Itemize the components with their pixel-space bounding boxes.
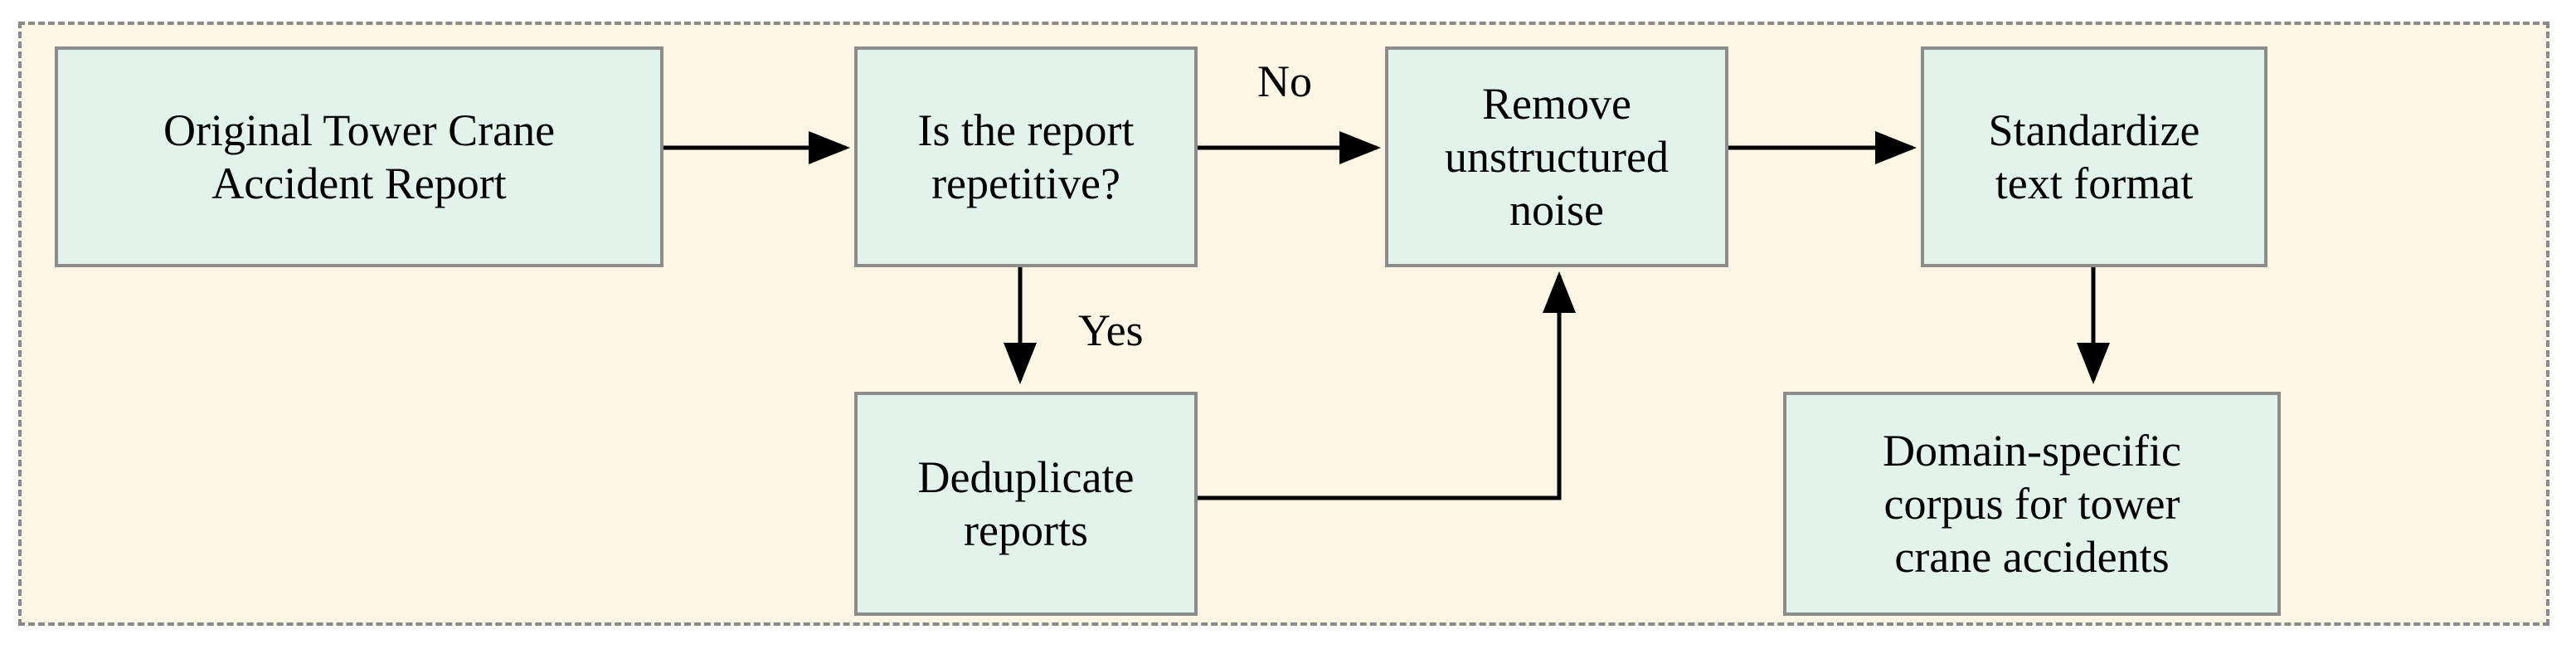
original-report-node: Original Tower Crane Accident Report bbox=[55, 46, 663, 267]
domain-corpus-node: Domain-specific corpus for tower crane a… bbox=[1783, 392, 2281, 616]
is-repetitive-decision-node: Is the report repetitive? bbox=[854, 46, 1198, 267]
standardize-format-node: Standardize text format bbox=[1921, 46, 2267, 267]
arrow-deduplicate-to-remove-noise bbox=[1198, 271, 1576, 500]
yes-label: Yes bbox=[1078, 305, 1144, 355]
remove-noise-node: Remove unstructured noise bbox=[1385, 46, 1728, 267]
no-label: No bbox=[1257, 56, 1312, 106]
deduplicate-node: Deduplicate reports bbox=[854, 392, 1198, 616]
